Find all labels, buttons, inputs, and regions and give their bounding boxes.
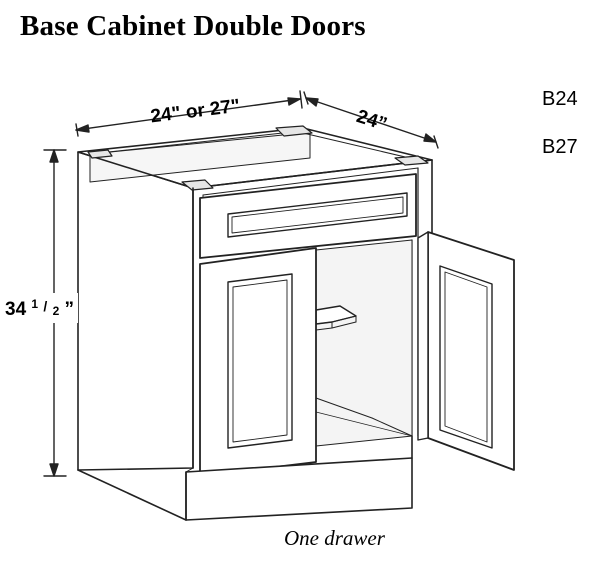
back-stretcher: [275, 125, 313, 137]
width-dimension-line: [75, 90, 303, 137]
depth-dimension-line: [303, 91, 439, 149]
model-label-b24: B24: [542, 88, 578, 110]
rear-left-corner-block: [87, 149, 113, 159]
front-right-corner-block: [394, 155, 429, 166]
width-label: 24" or 27": [149, 96, 241, 128]
left-side-panel: [77, 151, 194, 471]
height-frac-slash: /: [43, 298, 47, 314]
svg-text:34 1 / 2: 34 1 / 2 ”: [5, 292, 74, 320]
right-door[interactable]: [427, 231, 515, 471]
front-left-corner-block: [181, 179, 214, 191]
model-label-b27: B27: [542, 136, 578, 158]
height-close-quote: ”: [65, 299, 75, 320]
caption: One drawer: [284, 526, 385, 550]
height-frac-den: 2: [53, 304, 60, 318]
page-title: Base Cabinet Double Doors: [20, 10, 366, 42]
interior-back-wall: [89, 129, 311, 183]
drawer-front[interactable]: [199, 173, 417, 259]
height-frac-num: 1: [31, 297, 38, 311]
right-door-panel: [439, 265, 493, 449]
left-door[interactable]: [199, 247, 317, 477]
height-label: 34 1 / 2 ”: [2, 292, 78, 323]
depth-label: 24”: [354, 106, 390, 135]
drawer-panel: [227, 192, 408, 238]
left-door-panel: [227, 273, 293, 449]
height-whole: 34: [5, 299, 27, 320]
